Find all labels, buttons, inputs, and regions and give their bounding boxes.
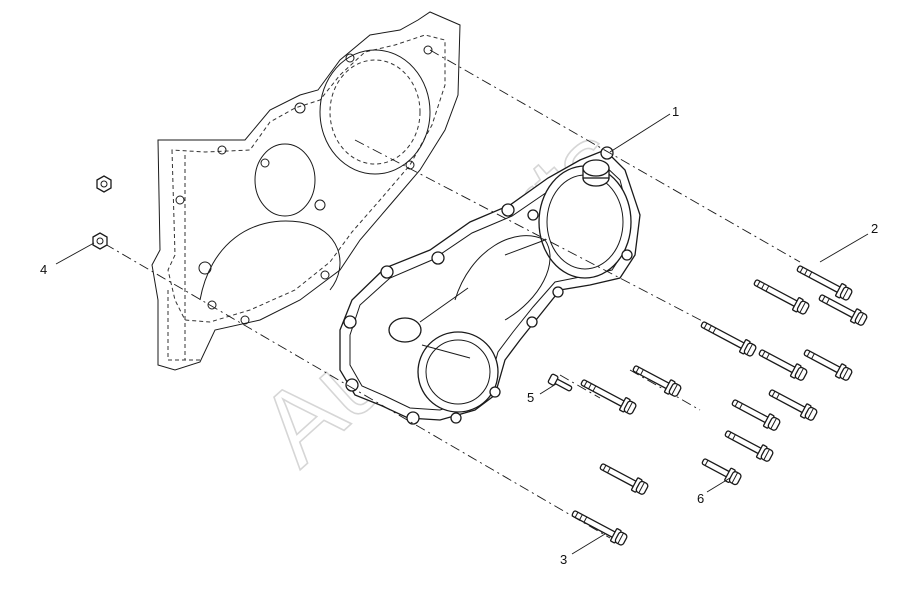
bolt-2-e [756, 345, 809, 383]
bolt-2-j [729, 395, 782, 433]
bolts-group [569, 261, 869, 548]
callout-4: 4 [40, 262, 47, 277]
callout-3: 3 [560, 552, 567, 567]
leader-lines [55, 113, 869, 555]
bolt-2-b [751, 275, 812, 317]
bolt-2-f [801, 345, 854, 383]
bolt-2-d [698, 317, 759, 359]
callout-1: 1 [672, 104, 679, 119]
screw-5 [547, 373, 573, 392]
callouts: 1 2 3 4 5 6 [40, 104, 878, 567]
callout-6: 6 [697, 491, 704, 506]
clutch-cover [339, 146, 641, 425]
nut-lower [92, 232, 108, 250]
callout-5: 5 [527, 390, 534, 405]
nut-upper [96, 175, 112, 193]
bolt-2-l [597, 459, 650, 497]
crankcase-housing [151, 11, 461, 371]
bolt-2-k [722, 426, 775, 464]
bolt-2-g [578, 375, 639, 417]
bolt-6 [699, 454, 744, 488]
callout-2: 2 [871, 221, 878, 236]
bolt-2-h [630, 361, 683, 399]
bolt-3 [569, 506, 630, 548]
